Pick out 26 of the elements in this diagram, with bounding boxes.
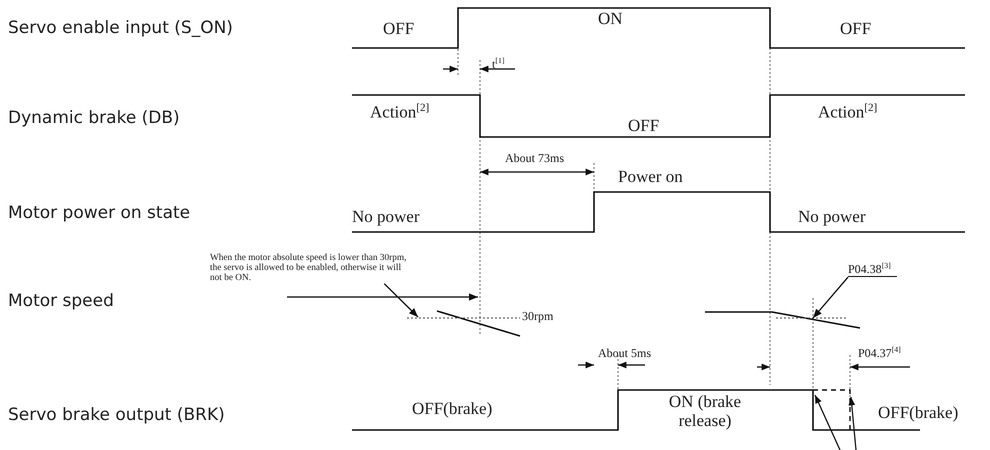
state-label: Action$^{[2]}$ xyxy=(818,102,878,122)
state-label: OFF xyxy=(840,20,872,39)
state-label: Power on xyxy=(618,168,683,187)
state-label: No power xyxy=(798,208,866,227)
signal-name: Motor speed xyxy=(8,292,114,311)
annotation-note: When the motor absolute speed is lower than 30rpm, the servo is allowed to be enabled, otherwise it will not be ON. xyxy=(210,253,415,284)
state-label: ON xyxy=(598,10,623,29)
signal-name: Servo brake output (BRK) xyxy=(8,406,225,425)
signal-name: Dynamic brake (DB) xyxy=(8,109,180,128)
state-label: ON (brake release) xyxy=(668,393,742,430)
parameter-label: P04.38$^{[3]}$ xyxy=(848,262,897,278)
signal-name: Servo enable input (S_ON) xyxy=(8,19,233,38)
state-label: Action$^{[2]}$ xyxy=(370,102,430,122)
state-label: OFF xyxy=(383,20,414,39)
state-label: OFF(brake) xyxy=(878,404,958,423)
parameter-label: P04.37$^{[4]}$ xyxy=(858,346,901,360)
threshold-label: 30rpm xyxy=(522,310,554,324)
timing-label: About 73ms xyxy=(505,152,564,166)
state-label: OFF xyxy=(628,117,660,136)
signal-name: Motor power on state xyxy=(8,204,190,223)
state-label: No power xyxy=(352,208,420,227)
state-label: OFF(brake) xyxy=(412,400,492,419)
timing-label: About 5ms xyxy=(598,347,652,360)
timing-label: t$^{[1]}$ xyxy=(492,57,504,72)
leader-line xyxy=(812,276,848,318)
leader-line xyxy=(384,283,418,318)
